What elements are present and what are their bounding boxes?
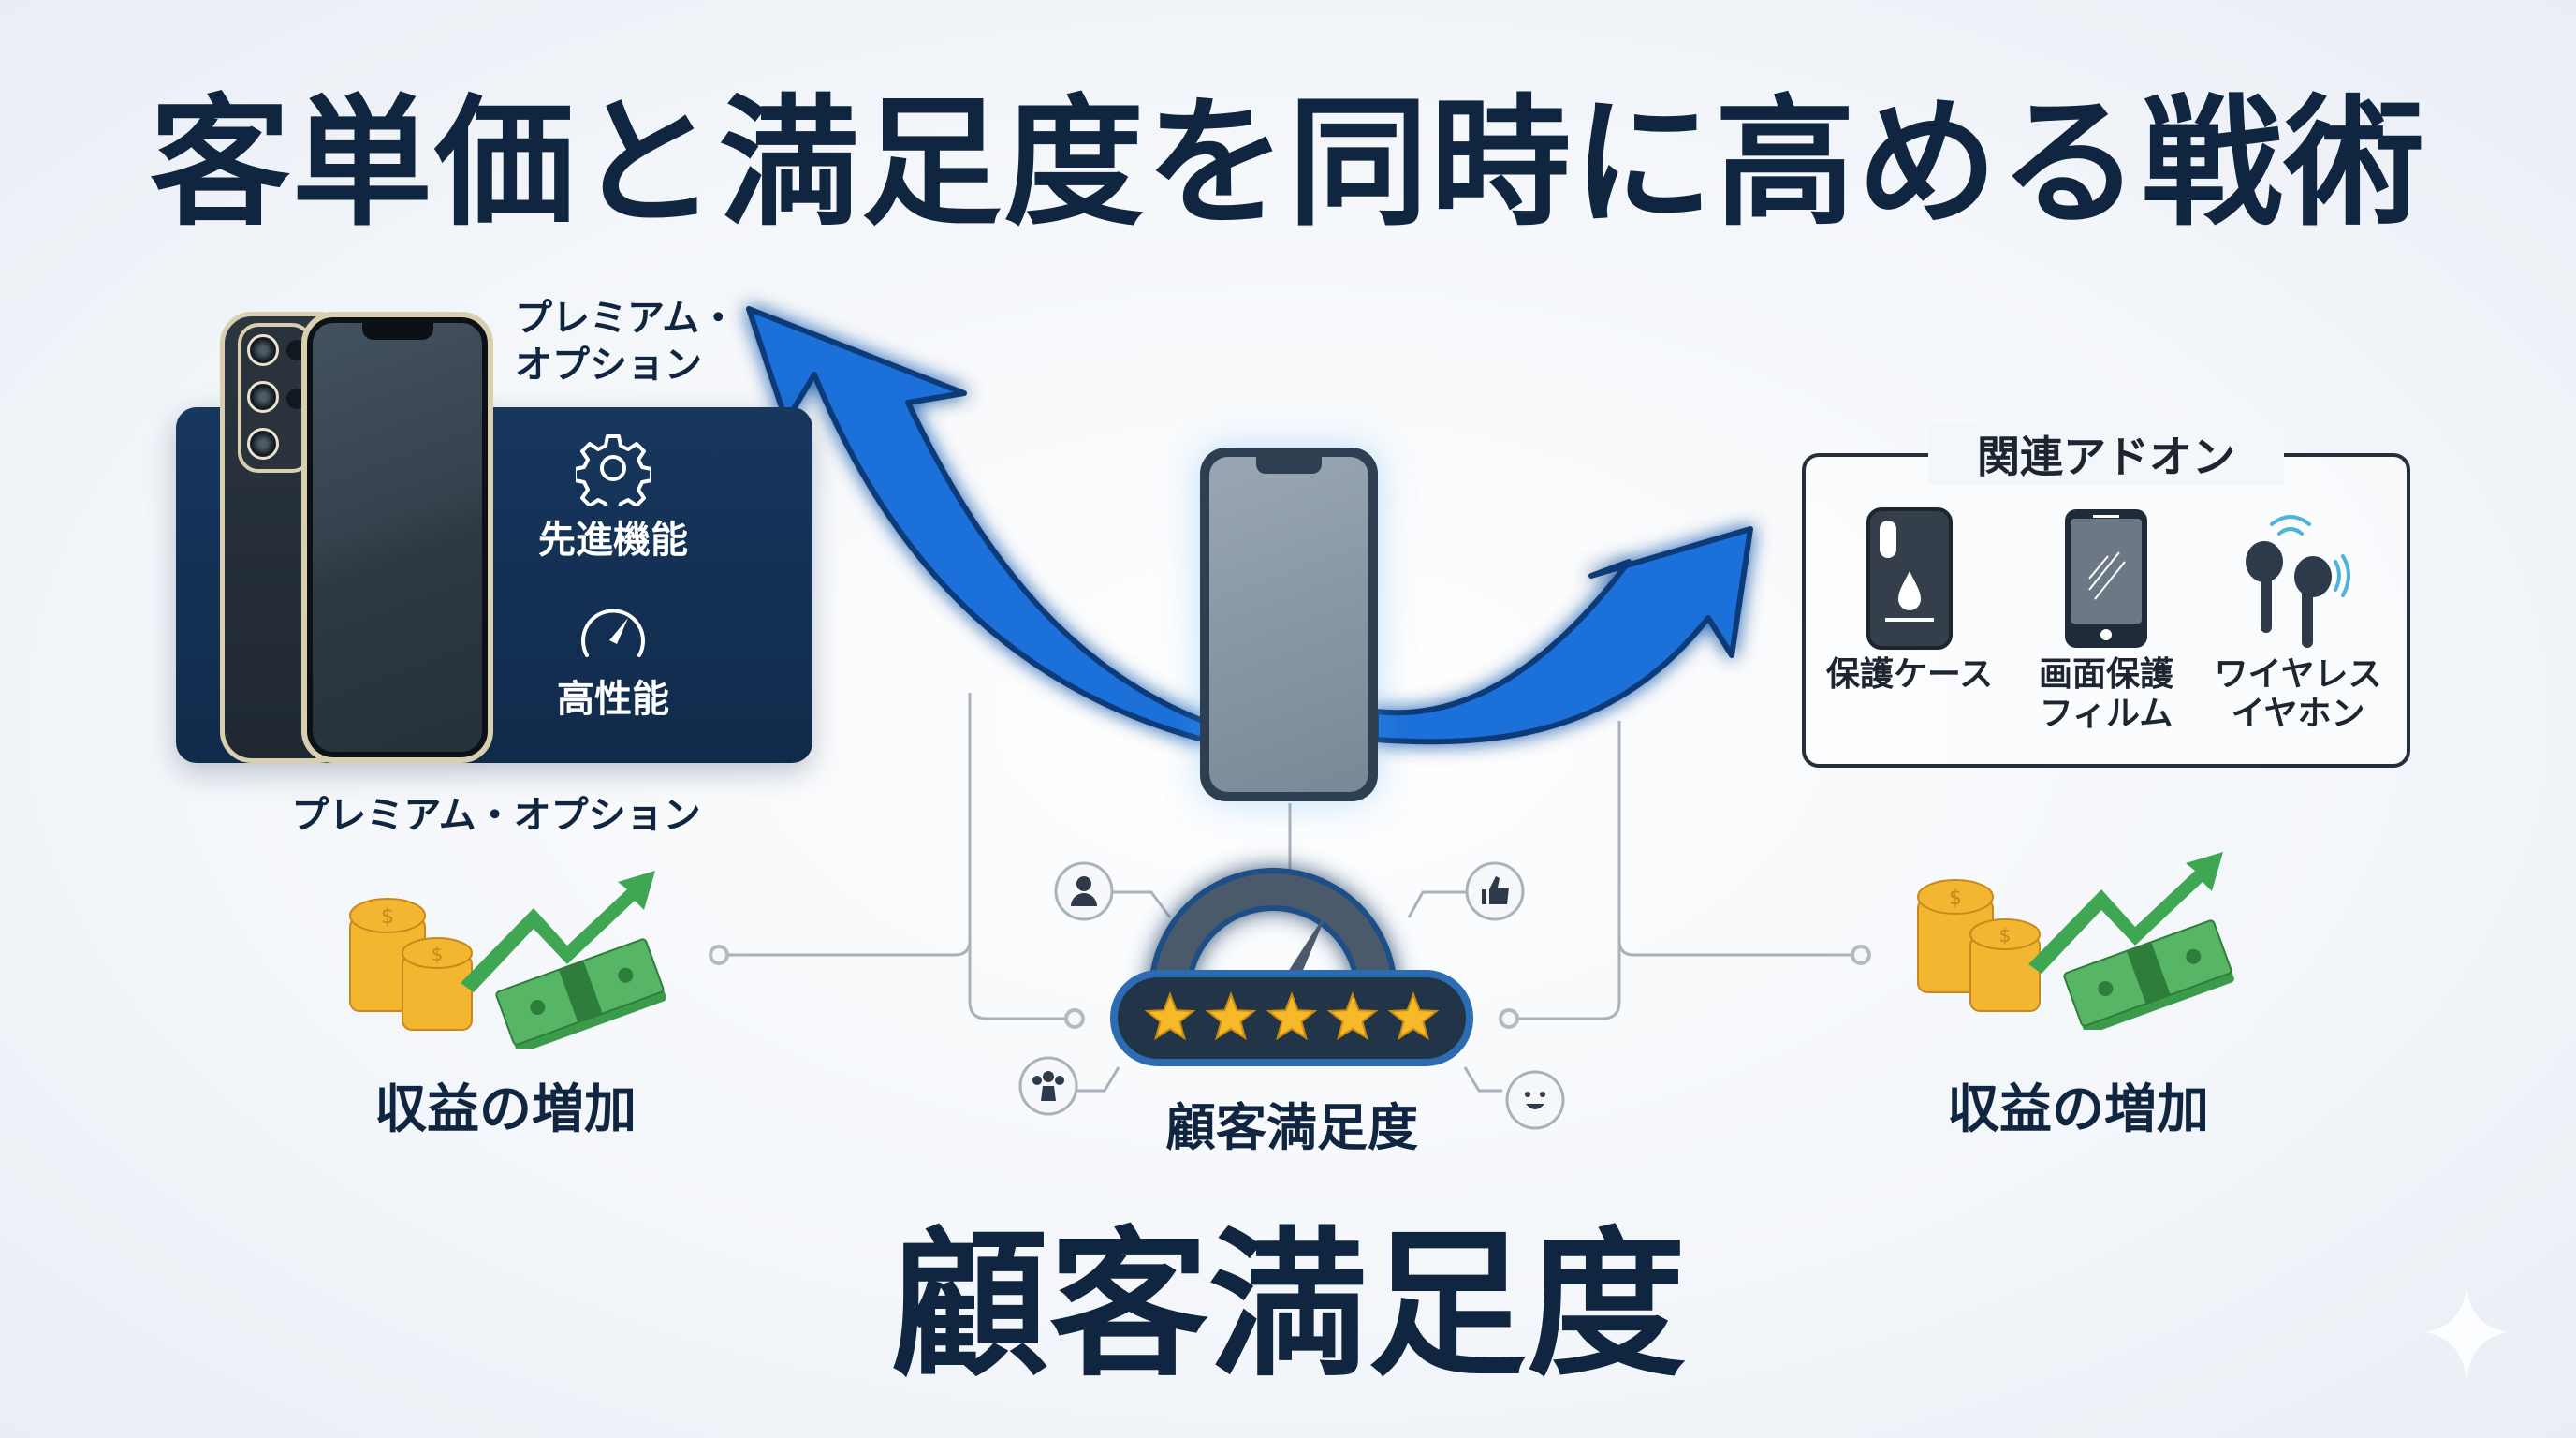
coin-stack-icon: $ $ [349, 898, 473, 1031]
sparkle-icon [2424, 1287, 2509, 1381]
arrow-up-right [1373, 526, 1753, 745]
svg-text:$: $ [381, 905, 394, 929]
growth-arrow-icon [461, 871, 655, 992]
screen-protector-icon [2065, 509, 2147, 648]
gear-icon [573, 434, 653, 515]
addon-label-line2: フィルム [2039, 695, 2174, 733]
wireless-earbuds-icon [2246, 515, 2350, 648]
feature-label-advanced: 先進機能 [538, 519, 688, 562]
addon-label: ワイヤレス イヤホン [2204, 655, 2392, 734]
cash-bundle-icon [2063, 919, 2234, 1030]
feature-advanced: 先進機能 [524, 431, 702, 564]
addon-label: 画面保護 フィルム [2012, 655, 2200, 734]
star-icon [1144, 991, 1196, 1041]
feature-performance: 高性能 [524, 599, 702, 723]
star-icon [1266, 991, 1318, 1041]
addon-label-line1: 画面保護 [2038, 655, 2174, 694]
star-icon [1326, 991, 1379, 1041]
revenue-label-right: 収益の増加 [1947, 1079, 2209, 1140]
growth-arrow-icon [2028, 852, 2223, 974]
star-icon [1205, 991, 1257, 1041]
addon-label-line2: イヤホン [2231, 695, 2365, 733]
premium-option-label-top: プレミアム・ オプション [515, 295, 739, 389]
thumbs-up-icon [1465, 861, 1525, 921]
satisfaction-label: 顧客満足度 [1165, 1098, 1418, 1157]
premium-label-line1: プレミアム・ [515, 297, 738, 340]
addon-label: 保護ケース [1825, 655, 1994, 694]
page-title: 客単価と満足度を同時に高める戦術 [149, 82, 2426, 245]
connector-right-gauge [1516, 940, 1621, 1020]
group-icon [1018, 1056, 1078, 1116]
smiley-icon [1505, 1070, 1565, 1130]
cash-bundle-icon [495, 938, 666, 1049]
related-addons-title: 関連アドオン [1928, 423, 2284, 485]
svg-text:$: $ [1949, 887, 1962, 910]
person-icon [1054, 861, 1114, 921]
revenue-growth-icon-left: $ $ [349, 871, 666, 1049]
coin-stack-icon: $ $ [1917, 879, 2041, 1012]
star-rating [1144, 991, 1440, 1041]
bottom-title: 顧客満足度 [889, 1213, 1686, 1399]
addon-wireless-earbuds: ワイヤレス イヤホン [2204, 506, 2392, 734]
svg-text:$: $ [1999, 924, 2012, 946]
addon-protective-case: 保護ケース [1816, 506, 2003, 695]
connector-left-gauge [968, 940, 1067, 1020]
addon-screen-protector: 画面保護 フィルム [2012, 506, 2200, 734]
addon-label-line1: ワイヤレス [2214, 655, 2382, 694]
star-icon [1387, 991, 1440, 1041]
premium-label-line2: オプション [515, 344, 702, 387]
arrow-up-left [746, 306, 1206, 742]
revenue-growth-icon-right: $ $ [1917, 852, 2234, 1030]
protective-case-icon [1866, 507, 1953, 650]
center-smartphone-icon [1200, 448, 1378, 801]
svg-text:$: $ [432, 943, 444, 965]
premium-phone-front-icon [301, 312, 493, 763]
satisfaction-gauge [1054, 861, 1525, 1066]
camera-module-icon [238, 323, 313, 473]
feature-label-performance: 高性能 [557, 678, 669, 721]
premium-option-label-bottom: プレミアム・オプション [291, 794, 701, 837]
revenue-label-left: 収益の増加 [374, 1079, 637, 1140]
speedometer-icon [581, 609, 645, 657]
